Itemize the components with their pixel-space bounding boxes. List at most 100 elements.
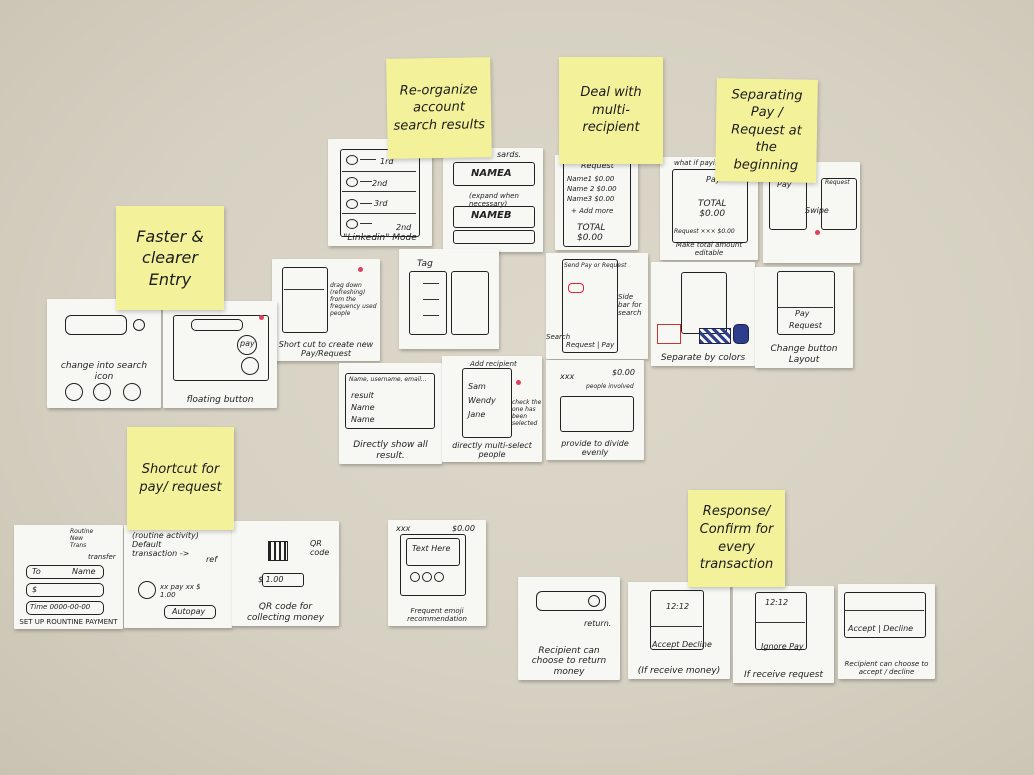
routine-name: Name: [72, 567, 96, 576]
default-ref: ref: [206, 555, 218, 564]
sketch-floating: pay floating button: [163, 301, 277, 408]
layout-request: Request: [789, 321, 822, 330]
shortcut-side: drag down (refreshing) from the frequenc…: [330, 282, 377, 317]
swipe-label: Swipe: [805, 206, 829, 215]
sketch-ignore: 12:12 Ignore Pay If receive request: [733, 586, 834, 683]
divide-people: people involved: [586, 383, 634, 390]
caption: Directly show all result.: [353, 440, 428, 461]
sketch-direct: Name, username, email... result Name Nam…: [339, 363, 442, 464]
caption: Recipient can choose to return money: [531, 645, 607, 677]
total-pay: Pay: [706, 175, 721, 184]
tag-label: Tag: [417, 259, 433, 269]
search-side-note: Side bar for search: [618, 293, 642, 318]
sketch-qr: QR code $ 1.00 QR code for collecting mo…: [232, 521, 339, 626]
qr-amount: $ 1.00: [258, 575, 284, 584]
sketch-change-icon: change into search icon: [47, 299, 161, 408]
list-label: 2nd: [396, 223, 412, 232]
caption: If receive request: [743, 669, 824, 680]
caption: floating button: [186, 394, 254, 405]
sticky-separating: Separating Pay / Request at the beginnin…: [715, 78, 818, 183]
accept-buttons: Accept Decline: [652, 640, 712, 649]
emoji-amount: $0.00: [452, 524, 475, 533]
multi-side: check the one has been selected: [512, 399, 542, 427]
name-a: NAMEA: [471, 168, 512, 179]
sketch-emoji: xxx $0.00 Text Here Frequent emoji recom…: [388, 520, 486, 626]
sketch-tag: Tag: [399, 249, 499, 349]
direct-row: result: [351, 391, 374, 400]
total-request: Request ××× $0.00: [674, 228, 735, 235]
sketch-routine: Routine New Trans transfer To Name $ Tim…: [14, 525, 123, 629]
total-amount: TOTAL $0.00: [698, 199, 727, 220]
search-bar: Search: [546, 333, 571, 341]
caption: SET UP ROUNTINE PAYMENT: [19, 617, 118, 626]
list-label: 2nd: [372, 179, 388, 188]
caption: Short cut to create new Pay/Request: [278, 339, 374, 358]
caption: change into search icon: [60, 361, 148, 382]
direct-row: Name: [351, 403, 375, 412]
multi-top: Add recipient: [470, 360, 517, 368]
sketch-return: return. Recipient can choose to return m…: [518, 577, 620, 680]
caption: (If receive money): [637, 665, 721, 676]
caption: QR code for collecting money: [246, 602, 325, 623]
sketch-confirm: Accept | Decline Recipient can choose to…: [838, 584, 935, 679]
default-button: Autopay: [172, 607, 206, 616]
request-row: Name 2 $0.00: [567, 185, 617, 193]
sketch-accept: 12:12 Accept Decline (If receive money): [628, 582, 730, 679]
caption: directly multi-select people: [452, 440, 532, 459]
sketch-default: (routine activity) Default transaction -…: [124, 525, 232, 628]
total-top: what if paying: [674, 159, 724, 167]
caption: Separate by colors: [660, 352, 746, 363]
caption: provide to divide evenly: [561, 438, 629, 457]
request-total: TOTAL $0.00: [577, 223, 606, 244]
sticky-reorganize: Re-organize account search results: [386, 57, 492, 159]
name-b: NAMEB: [471, 210, 512, 221]
sticky-response: Response/ Confirm for every transaction: [688, 490, 785, 587]
request-row: Name3 $0.00: [567, 195, 615, 203]
expand-note: (expand when necessary): [469, 192, 519, 209]
sticky-shortcut: Shortcut for pay/ request: [127, 427, 234, 530]
caption: Frequent emoji recommendation: [407, 606, 467, 623]
add-more: + Add more: [571, 207, 614, 215]
divide-name: xxx: [560, 372, 575, 381]
return-side: return.: [584, 619, 612, 628]
routine-to: To: [32, 567, 41, 576]
cards-label: sards.: [497, 150, 522, 159]
caption: Make total amount editable: [675, 240, 743, 257]
sketch-colors: Separate by colors: [651, 262, 755, 366]
search-head: Send Pay or Request: [564, 262, 627, 269]
routine-side: transfer: [88, 553, 116, 561]
caption: Recipient can choose to accept / decline: [844, 659, 929, 676]
list-label: 1rd: [380, 157, 394, 166]
caption: Change button Layout: [770, 344, 838, 365]
multi-row: Jane: [468, 410, 486, 419]
direct-row: Name: [351, 415, 375, 424]
qr-label: QR code: [310, 539, 330, 558]
routine-time: Time 0000-00-00: [30, 603, 91, 611]
request-row: Name1 $0.00: [567, 175, 615, 183]
floating-pay: pay: [240, 339, 255, 348]
multi-row: Sam: [468, 382, 486, 391]
sketch-shortcut-new: drag down (refreshing) from the frequenc…: [272, 259, 380, 361]
confirm-buttons: Accept | Decline: [848, 624, 914, 633]
request-title: Request: [581, 161, 614, 170]
sketch-names: sards. NAMEA (expand when necessary) NAM…: [443, 148, 543, 252]
swipe-pay: Pay: [777, 180, 792, 189]
ignore-time: 12:12: [765, 598, 789, 607]
swipe-request: Request: [825, 179, 850, 186]
caption: "Linkedin" Mode: [343, 232, 417, 243]
routine-amount: $: [32, 585, 38, 594]
direct-search: Name, username, email...: [349, 376, 427, 383]
default-title: (routine activity) Default transaction -…: [132, 531, 199, 559]
divide-top: $0.00: [612, 368, 635, 377]
default-amount: xx pay xx $ 1.00: [160, 583, 201, 600]
accept-time: 12:12: [666, 602, 690, 611]
sketch-layout: Pay Request Change button Layout: [755, 267, 853, 368]
layout-pay: Pay: [795, 309, 810, 318]
multi-row: Wendy: [468, 396, 496, 405]
sketch-search-side: Send Pay or Request Search Request | Pay…: [546, 253, 648, 359]
sticky-multi-recipient: Deal with multi-recipient: [559, 57, 663, 164]
ignore-buttons: Ignore Pay: [761, 642, 804, 651]
sketch-divide: xxx $0.00 people involved provide to div…: [546, 360, 644, 460]
sketch-request: Request Name1 $0.00 Name 2 $0.00 Name3 $…: [555, 155, 638, 250]
